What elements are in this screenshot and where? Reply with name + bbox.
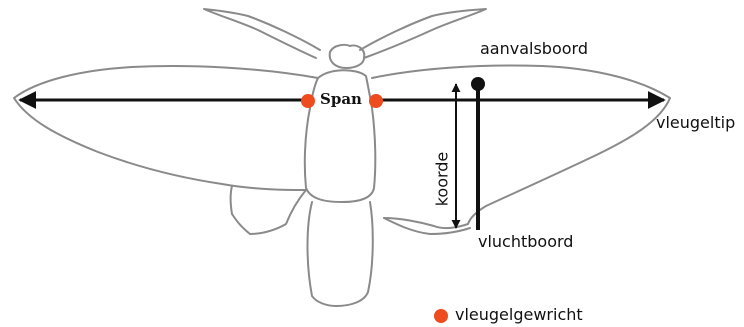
leading-edge-label: aanvalsboord	[480, 40, 588, 58]
legend-joint-label: vleugelgewricht	[455, 306, 583, 324]
legend-joint-dot	[434, 309, 448, 323]
right-forewing	[372, 66, 670, 229]
left-hindwing	[231, 186, 307, 234]
abdomen	[308, 202, 373, 306]
leading-edge-marker	[471, 77, 485, 91]
right-antenna	[360, 9, 486, 58]
left-antenna	[204, 9, 320, 58]
chord-label: koorde	[433, 152, 451, 207]
wingtip-label: vleugeltip	[656, 114, 735, 132]
head	[330, 45, 365, 68]
wing-joint-left	[301, 94, 315, 108]
wing-joint-right	[369, 94, 383, 108]
left-forewing	[14, 66, 318, 190]
trailing-edge-label: vluchtboord	[478, 233, 573, 251]
span-label: Span	[320, 90, 362, 108]
